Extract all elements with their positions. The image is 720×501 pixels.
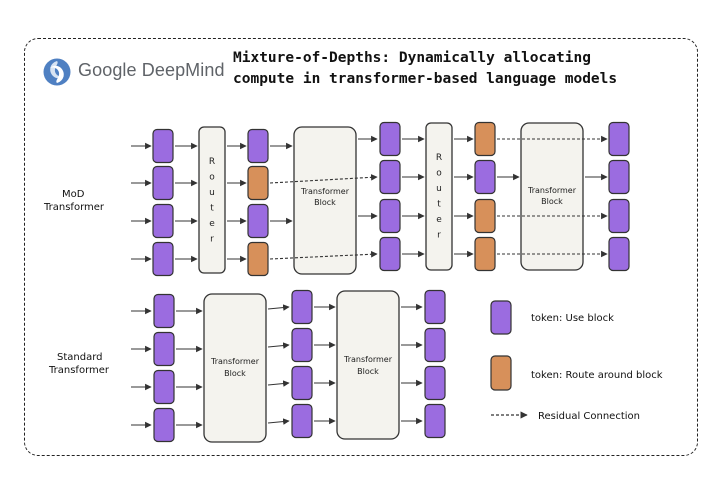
standard-input-token — [153, 331, 175, 367]
mod-layer-1-tokens — [247, 128, 269, 277]
mod-layer-2-token — [474, 121, 496, 157]
standard-middle-tokens — [291, 289, 313, 439]
mod-input-token — [152, 128, 174, 164]
mod-layer-2-token — [474, 198, 496, 234]
standard-input-token — [153, 369, 175, 405]
standard-middle-token — [291, 289, 313, 325]
standard-middle-token — [291, 403, 313, 439]
mod-output-token — [608, 236, 630, 272]
mod-block-2-label-line-2: Block — [541, 197, 563, 206]
legend-use-block-swatch — [490, 300, 512, 335]
mod-block-2-label-line-1: Transformer — [527, 186, 577, 195]
standard-block-1-label-line-1: Transformer — [210, 357, 260, 366]
mod-transformer-block-2 — [520, 122, 584, 271]
standard-input-arrows — [131, 307, 152, 429]
standard-label-line-2: Transformer — [48, 365, 110, 376]
mod-connectors — [227, 135, 608, 263]
mod-transformer-block-1 — [293, 126, 357, 275]
mod-input-token — [152, 241, 174, 277]
brand-logo: Google DeepMind — [42, 57, 227, 87]
router-2-letter: o — [436, 169, 442, 179]
standard-connectors — [176, 303, 423, 429]
legend-residual-label: Residual Connection — [538, 411, 640, 422]
standard-block-output-arrow — [267, 304, 290, 311]
residual-connection-arrow — [269, 250, 378, 260]
page-title: Mixture-of-Depths: Dynamically allocatin… — [233, 48, 693, 90]
router-2-letter: R — [436, 153, 442, 163]
mod-output-token — [608, 159, 630, 195]
mod-label-line-1: MoD — [62, 189, 85, 200]
mod-block-1-output-token — [379, 121, 401, 157]
mod-block-1-output-tokens — [379, 121, 401, 272]
router-1-letter: r — [210, 235, 214, 245]
standard-label-line-1: Standard — [57, 352, 103, 363]
mod-label-line-2: Transformer — [43, 202, 105, 213]
legend-use-block-label: token: Use block — [531, 313, 614, 324]
standard-output-token — [424, 403, 446, 439]
mod-block-1-label-line-2: Block — [314, 198, 336, 207]
router-2-box — [425, 122, 453, 271]
title-line-2: compute in transformer-based language mo… — [233, 71, 618, 87]
standard-output-tokens — [424, 289, 446, 439]
deepmind-logo-icon — [43, 58, 71, 86]
brand-wordmark: Google DeepMind — [78, 60, 225, 80]
legend-route-around-label: token: Route around block — [531, 370, 663, 381]
standard-block-2-label-line-2: Block — [357, 367, 379, 376]
standard-input-tokens — [153, 293, 175, 443]
mod-layer-2-token — [474, 159, 496, 195]
router-1-letter: u — [209, 188, 215, 198]
standard-input-token — [153, 407, 175, 443]
mod-output-tokens — [608, 121, 630, 272]
router-1-box — [198, 126, 226, 274]
router-1-letter: o — [209, 173, 215, 183]
router-2-letter: r — [437, 231, 441, 241]
mod-layer-1-token — [247, 241, 269, 277]
mod-input-arrows — [131, 142, 198, 263]
mod-block-1-output-token — [379, 198, 401, 234]
mod-output-token — [608, 121, 630, 157]
router-2-letter: u — [436, 184, 442, 194]
router-1-letter: e — [209, 219, 215, 229]
mod-layer-1-token — [247, 128, 269, 164]
standard-middle-token — [291, 365, 313, 401]
mod-input-tokens — [152, 128, 174, 277]
standard-block-output-arrow — [267, 418, 290, 425]
mod-block-1-output-token — [379, 159, 401, 195]
mod-layer-2-token — [474, 236, 496, 272]
mod-layer-1-token — [247, 165, 269, 201]
standard-middle-token — [291, 327, 313, 363]
standard-output-token — [424, 327, 446, 363]
residual-connection-arrow — [269, 174, 378, 184]
mod-block-1-output-token — [379, 236, 401, 272]
title-line-1: Mixture-of-Depths: Dynamically allocatin… — [233, 50, 591, 66]
mod-input-token — [152, 165, 174, 201]
standard-block-2-label-line-1: Transformer — [343, 355, 393, 364]
mod-block-1-label-line-1: Transformer — [300, 187, 350, 196]
standard-block-output-arrow — [267, 342, 290, 349]
router-2-letter: e — [436, 215, 442, 225]
router-1-letter: R — [209, 157, 215, 167]
router-1-letter: t — [210, 204, 214, 214]
router-2-letter: t — [437, 200, 441, 210]
legend-route-around-swatch — [490, 355, 512, 391]
standard-input-token — [153, 293, 175, 329]
standard-transformer-block-1 — [203, 293, 267, 443]
mod-layer-2-tokens — [474, 121, 496, 272]
mod-input-token — [152, 203, 174, 239]
standard-block-1-label-line-2: Block — [224, 369, 246, 378]
mod-layer-1-token — [247, 203, 269, 239]
standard-transformer-block-2 — [336, 290, 400, 440]
standard-output-token — [424, 365, 446, 401]
standard-block-output-arrow — [267, 380, 290, 387]
mod-output-token — [608, 198, 630, 234]
standard-output-token — [424, 289, 446, 325]
diagram-frame — [24, 38, 698, 456]
